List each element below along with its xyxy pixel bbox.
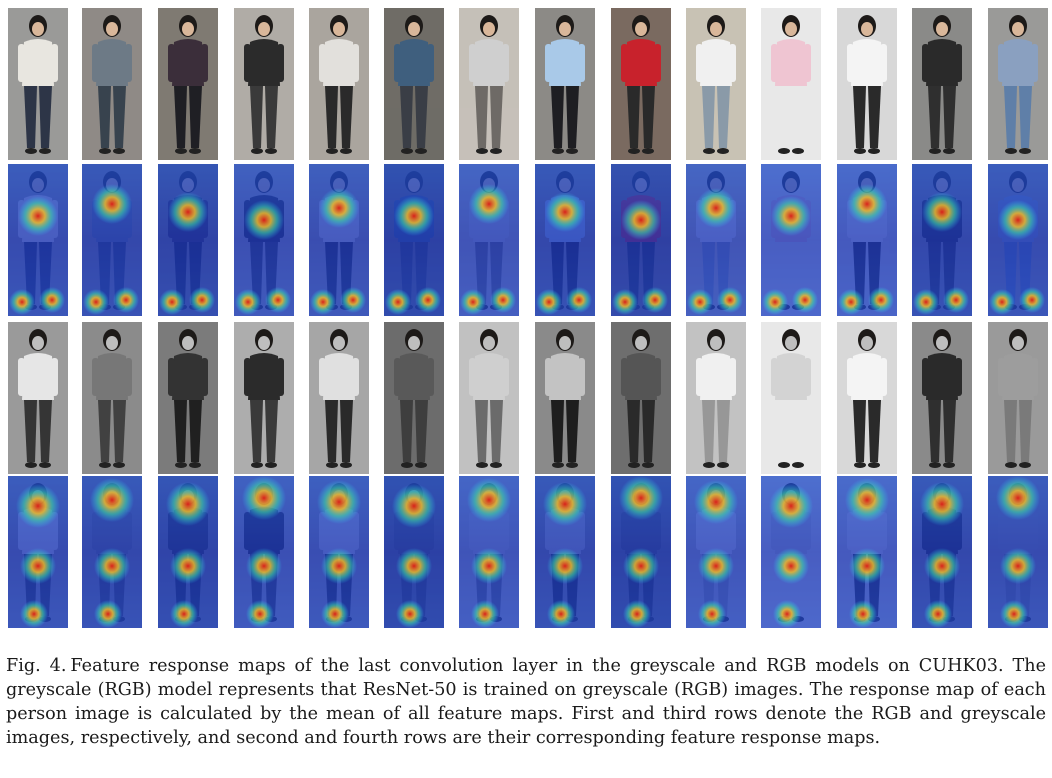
greyscale-image-tile (384, 322, 444, 474)
greyscale-image-tile (837, 322, 897, 474)
greyscale-image-tile (535, 322, 595, 474)
rgb-response-map-tile (988, 164, 1048, 316)
rgb-image-tile (234, 8, 294, 160)
greyscale-image-tile (82, 322, 142, 474)
greyscale-response-map-tile (912, 476, 972, 628)
greyscale-response-map-tile (384, 476, 444, 628)
greyscale-response-map-tile (459, 476, 519, 628)
greyscale-image-tile (686, 322, 746, 474)
rgb-response-map-tile (82, 164, 142, 316)
rgb-response-map-tile (459, 164, 519, 316)
greyscale-image-tile (761, 322, 821, 474)
greyscale-response-map-tile (82, 476, 142, 628)
rgb-image-tile (309, 8, 369, 160)
greyscale-response-map-tile (988, 476, 1048, 628)
rgb-response-map-tile (837, 164, 897, 316)
greyscale-response-map-tile (309, 476, 369, 628)
rgb-image-tile (459, 8, 519, 160)
rgb-image-tile (761, 8, 821, 160)
figure-label: Fig. 4. (6, 656, 67, 676)
rgb-response-map-tile (611, 164, 671, 316)
greyscale-response-map-tile (611, 476, 671, 628)
rgb-response-map-tile (686, 164, 746, 316)
greyscale-response-map-tile (837, 476, 897, 628)
rgb-image-tile (8, 8, 68, 160)
greyscale-response-map-tile (8, 476, 68, 628)
greyscale-response-map-tile (686, 476, 746, 628)
rgb-response-map-tile (384, 164, 444, 316)
rgb-image-tile (384, 8, 444, 160)
greyscale-image-tile (611, 322, 671, 474)
rgb-image-tile (912, 8, 972, 160)
greyscale-image-tile (158, 322, 218, 474)
greyscale-response-map-tile (535, 476, 595, 628)
rgb-response-map-tile (158, 164, 218, 316)
greyscale-response-map-tile (234, 476, 294, 628)
rgb-response-map-tile (234, 164, 294, 316)
greyscale-image-tile (309, 322, 369, 474)
rgb-response-map-tile (912, 164, 972, 316)
rgb-image-tile (686, 8, 746, 160)
rgb-image-tile (158, 8, 218, 160)
greyscale-image-tile (8, 322, 68, 474)
greyscale-image-tile (234, 322, 294, 474)
rgb-response-map-tile (761, 164, 821, 316)
rgb-image-tile (988, 8, 1048, 160)
rgb-image-tile (611, 8, 671, 160)
rgb-response-map-tile (309, 164, 369, 316)
rgb-response-map-tile (8, 164, 68, 316)
figure-caption-text: Feature response maps of the last convol… (6, 656, 1046, 748)
greyscale-image-tile (459, 322, 519, 474)
greyscale-image-tile (912, 322, 972, 474)
greyscale-image-tile (988, 322, 1048, 474)
rgb-image-tile (837, 8, 897, 160)
figure-image-grid (8, 8, 1048, 628)
greyscale-response-map-tile (158, 476, 218, 628)
rgb-response-map-tile (535, 164, 595, 316)
rgb-image-tile (82, 8, 142, 160)
figure-caption: Fig. 4.Feature response maps of the last… (6, 654, 1046, 750)
rgb-image-tile (535, 8, 595, 160)
greyscale-response-map-tile (761, 476, 821, 628)
